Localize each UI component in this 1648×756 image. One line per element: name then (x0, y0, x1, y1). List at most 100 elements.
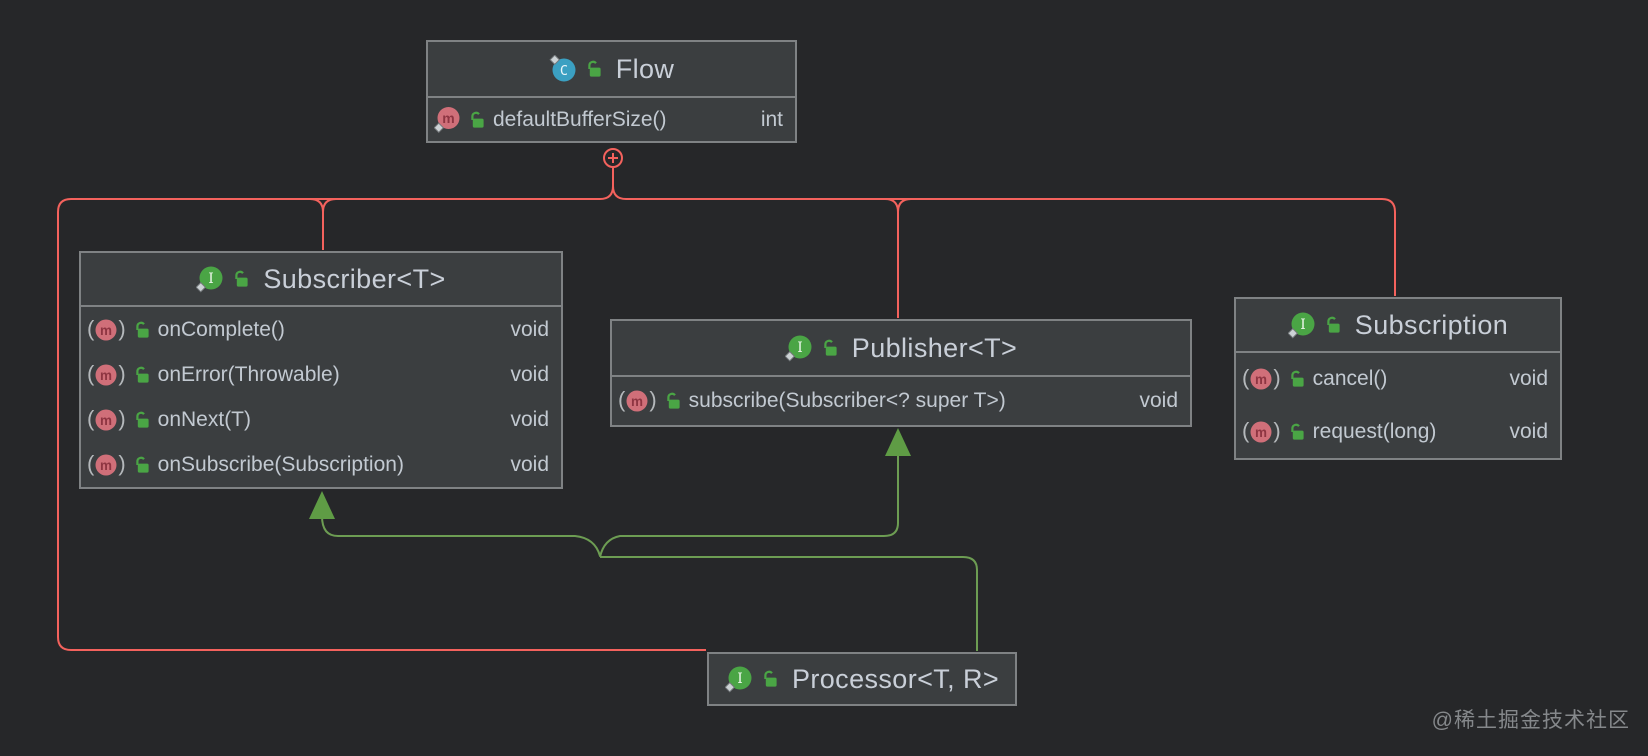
svg-text:m: m (631, 394, 643, 409)
inner-class-edge-subscriber-corner (322, 198, 337, 213)
interface-icon: I (1287, 311, 1316, 339)
interface-icon: I (784, 334, 813, 362)
method-name: cancel() (1312, 367, 1388, 391)
svg-text:m: m (100, 368, 112, 383)
method-row[interactable]: ( m ) onSubscribe(Subscription) void (81, 442, 561, 487)
interface-title: Publisher<T> (851, 332, 1018, 363)
interface-icon: I (724, 665, 753, 693)
method-return-type: void (1139, 389, 1178, 412)
abstract-method-icon: ( m ) (1242, 367, 1281, 391)
public-lock-icon (134, 456, 150, 474)
paren-glyph: ( (87, 360, 95, 386)
paren-glyph: ( (1242, 417, 1250, 443)
public-lock-icon (134, 366, 150, 384)
inner-class-edge-main (57, 168, 706, 651)
class-node-flow[interactable]: C Flow m (426, 40, 797, 143)
inner-class-edge-subscriber-drop (309, 198, 324, 250)
inner-class-edge-publisher-corner (897, 198, 912, 213)
watermark-text: @稀土掘金技术社区 (1431, 709, 1630, 732)
method-row[interactable]: ( m ) subscribe(Subscriber<? super T>) v… (612, 377, 1190, 425)
node-header: C Flow (428, 42, 795, 98)
abstract-method-icon: ( m ) (87, 405, 126, 432)
paren-glyph: ( (618, 387, 626, 412)
paren-glyph: ( (87, 315, 95, 341)
svg-text:I: I (209, 271, 215, 287)
paren-glyph: ) (1273, 417, 1281, 443)
abstract-method-icon: ( m ) (87, 315, 126, 342)
abstract-method-icon: ( m ) (87, 360, 126, 387)
svg-text:I: I (737, 671, 743, 687)
method-row[interactable]: ( m ) onComplete() void (81, 307, 561, 352)
public-lock-icon (1289, 370, 1305, 388)
method-row[interactable]: m defaultBufferSize() int (428, 98, 795, 141)
node-header: I Subscription (1236, 299, 1560, 353)
interface-node-processor[interactable]: I Processor<T, R> (707, 652, 1017, 706)
abstract-method-icon: ( m ) (1242, 417, 1281, 444)
method-name: subscribe(Subscriber<? super T>) (688, 389, 1006, 412)
class-icon: C (549, 55, 577, 83)
abstract-method-icon: ( m ) (618, 389, 657, 413)
method-row[interactable]: ( m ) request(long) void (1236, 406, 1560, 459)
plus-icon (608, 153, 618, 163)
interface-node-subscriber[interactable]: I Subscriber<T> ( m ) (79, 251, 563, 489)
svg-text:m: m (1255, 372, 1267, 387)
method-return-type: void (510, 317, 549, 341)
inner-class-edge-publisher-drop (884, 198, 899, 318)
method-row[interactable]: ( m ) onNext(T) void (81, 397, 561, 442)
paren-glyph: ) (1273, 365, 1281, 391)
paren-glyph: ) (118, 405, 126, 431)
paren-glyph: ) (118, 315, 126, 341)
svg-text:m: m (100, 413, 112, 428)
method-return-type: void (510, 452, 549, 476)
method-name: onError(Throwable) (157, 362, 340, 386)
implements-arrowhead-subscriber (309, 491, 335, 519)
method-row[interactable]: ( m ) cancel() void (1236, 353, 1560, 406)
interface-title: Subscription (1354, 309, 1509, 340)
public-lock-icon (1289, 423, 1305, 441)
paren-glyph: ( (87, 405, 95, 431)
public-lock-icon (665, 392, 681, 410)
static-method-icon: m (434, 106, 461, 133)
svg-text:C: C (560, 63, 568, 79)
method-name: request(long) (1312, 419, 1437, 443)
interface-title: Subscriber<T> (263, 263, 446, 294)
svg-text:m: m (1255, 425, 1267, 440)
paren-glyph: ) (118, 450, 126, 476)
class-title: Flow (615, 53, 675, 84)
paren-glyph: ) (118, 360, 126, 386)
method-row[interactable]: ( m ) onError(Throwable) void (81, 352, 561, 397)
public-lock-icon (586, 60, 602, 78)
method-name: defaultBufferSize() (493, 107, 667, 131)
interface-node-publisher[interactable]: I Publisher<T> ( m ) (610, 319, 1192, 427)
method-return-type: int (760, 107, 783, 131)
method-name: onSubscribe(Subscription) (157, 452, 404, 476)
method-return-type: void (1509, 367, 1548, 391)
svg-text:I: I (1300, 317, 1306, 333)
method-return-type: void (1509, 419, 1548, 443)
public-lock-icon (233, 270, 249, 288)
node-header: I Subscriber<T> (81, 253, 561, 307)
inner-class-edge-right (612, 185, 1396, 296)
implements-edge-from-processor (600, 556, 978, 651)
svg-text:m: m (442, 110, 454, 126)
abstract-method-icon: ( m ) (87, 450, 126, 477)
method-name: onNext(T) (157, 407, 252, 431)
method-name: onComplete() (157, 317, 285, 341)
interface-icon: I (196, 265, 224, 293)
public-lock-icon (134, 321, 150, 339)
interface-title: Processor<T, R> (791, 663, 1000, 694)
svg-text:I: I (797, 340, 803, 356)
paren-glyph: ( (1242, 365, 1250, 391)
public-lock-icon (469, 111, 485, 129)
public-lock-icon (762, 670, 778, 688)
paren-glyph: ) (649, 387, 657, 412)
implements-arrowhead-publisher (885, 428, 911, 456)
implements-edge-to-publisher (599, 453, 899, 558)
interface-node-subscription[interactable]: I Subscription ( m ) (1234, 297, 1562, 460)
paren-glyph: ( (87, 450, 95, 476)
method-return-type: void (510, 362, 549, 386)
node-header: I Publisher<T> (612, 321, 1190, 377)
svg-text:m: m (100, 458, 112, 473)
